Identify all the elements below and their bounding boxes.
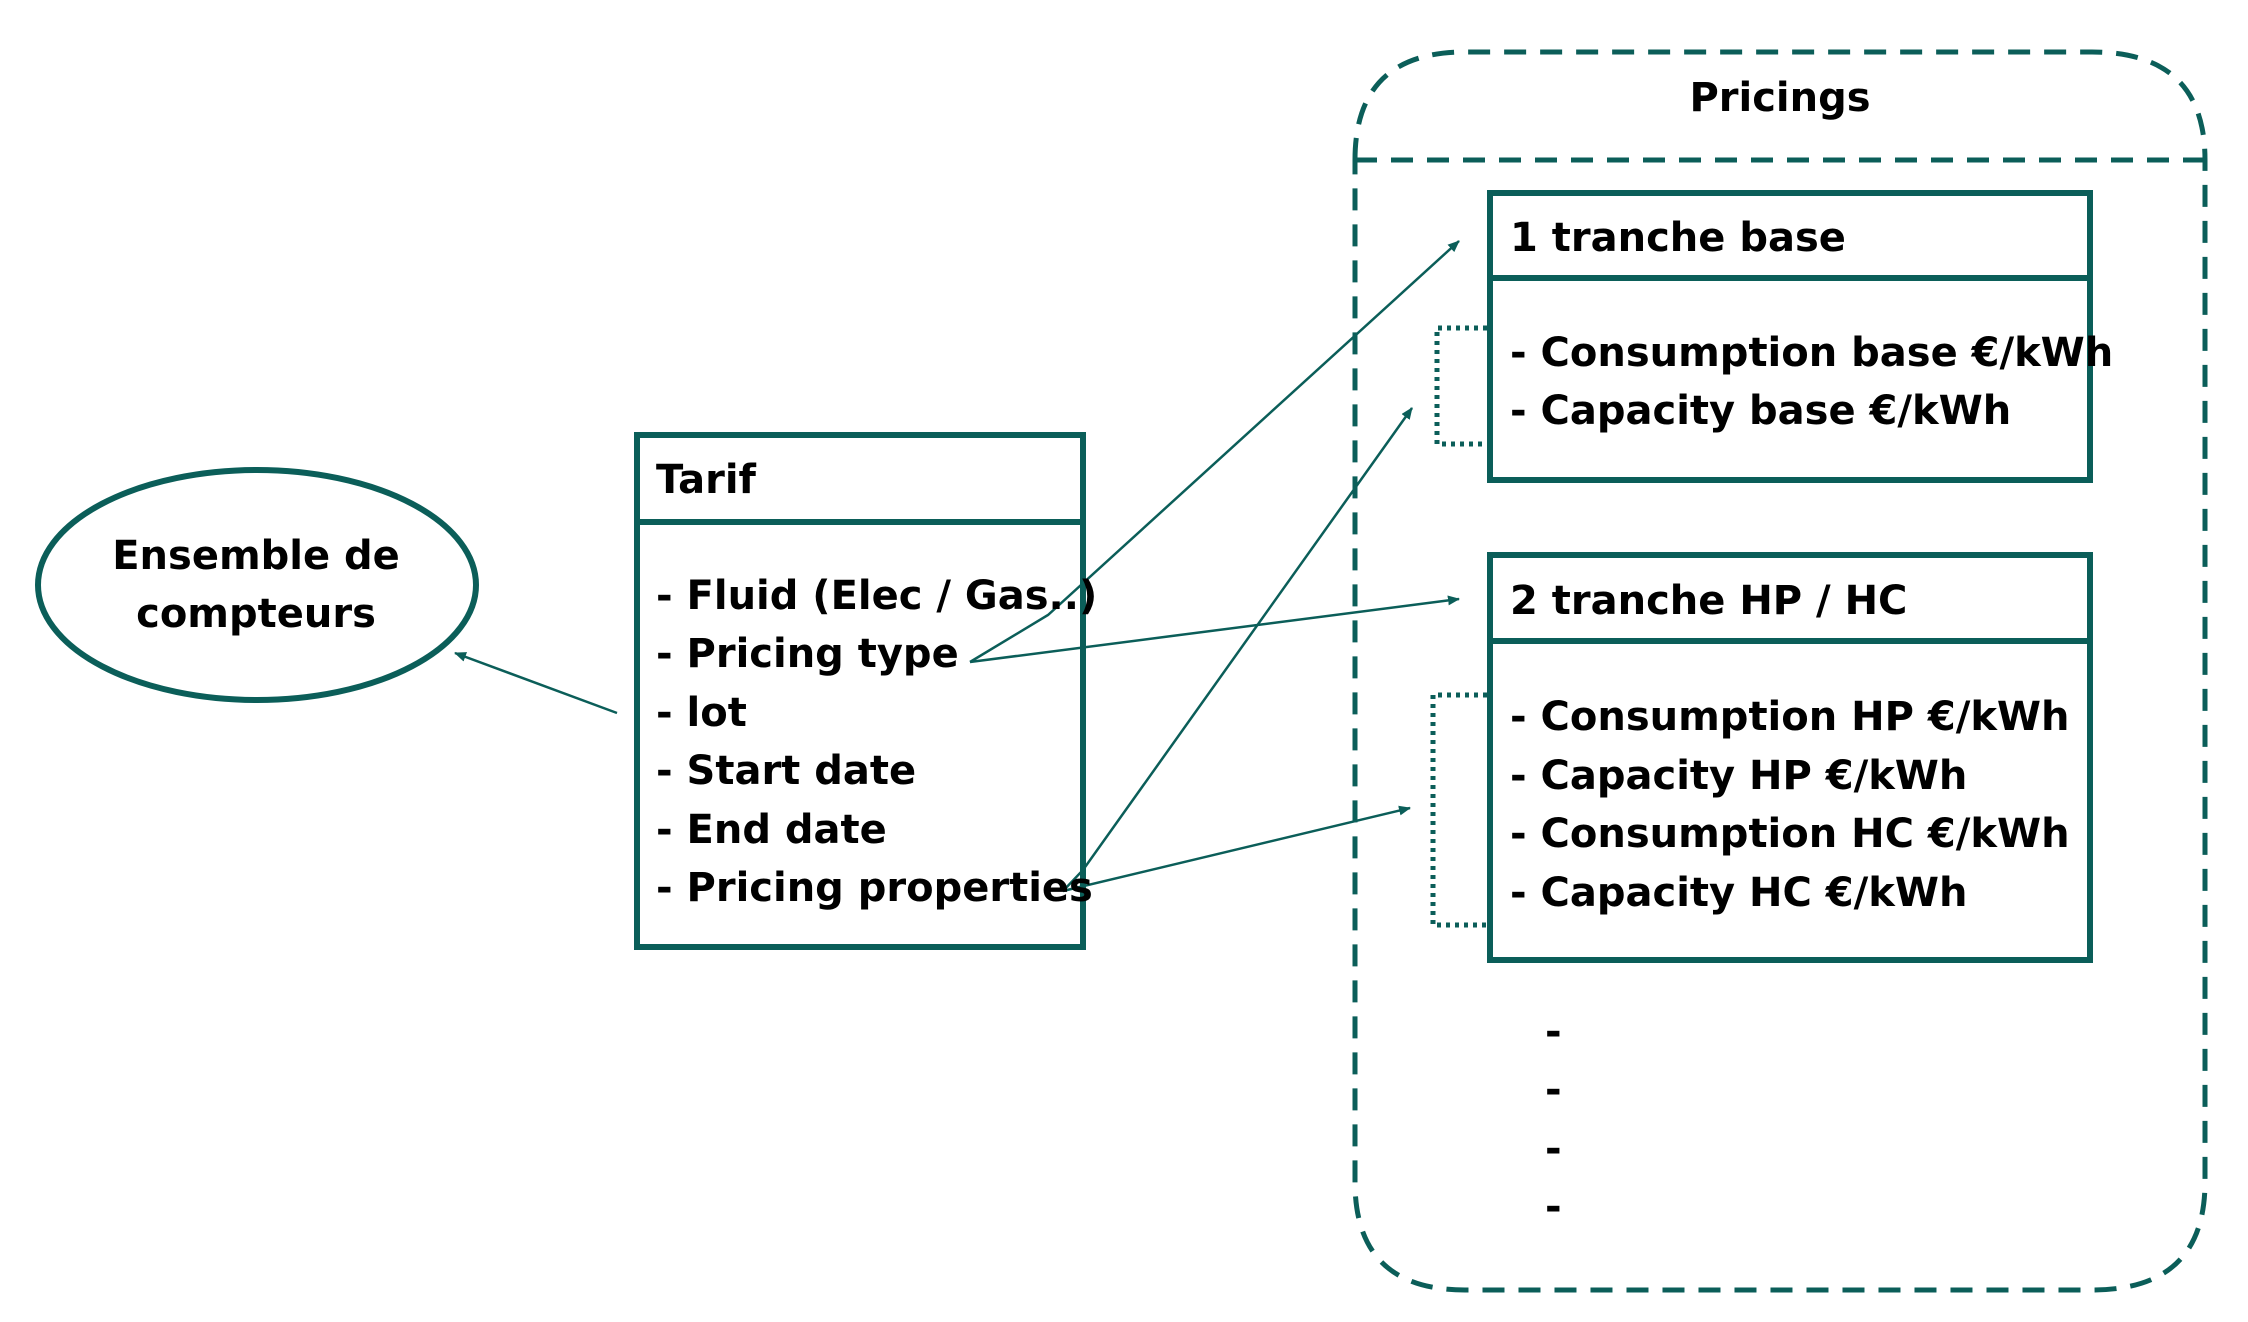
arrow-tarif-to-ensemble	[454, 651, 618, 715]
tarif-item: - End date	[656, 807, 887, 853]
tranche-hphc-title: 2 tranche HP / HC	[1510, 578, 1908, 624]
more-pricings-dash: -	[1545, 1067, 1562, 1113]
tarif-item: - Pricing properties	[656, 865, 1093, 911]
tarif-item: - lot	[656, 690, 747, 736]
tranche-hphc-item: - Capacity HC €/kWh	[1510, 870, 1968, 916]
tranche-hphc-item: - Consumption HC €/kWh	[1510, 811, 2070, 857]
tarif-item: - Pricing type	[656, 631, 959, 677]
tarif-item: - Fluid (Elec / Gas..)	[656, 573, 1098, 619]
arrow-pricing-type-to-hphc	[969, 595, 1460, 664]
ensemble-ellipse[interactable]	[35, 467, 479, 703]
tranche-base-box[interactable]	[1487, 190, 2093, 483]
tranche-base-title: 1 tranche base	[1510, 215, 1846, 261]
ensemble-label-line1: Ensemble de	[112, 533, 400, 579]
pricings-title: Pricings	[1689, 75, 1871, 121]
ensemble-label: Ensemble de compteurs	[36, 470, 476, 700]
tranche-hphc-item: - Consumption HP €/kWh	[1510, 694, 2070, 740]
tranche-base-item: - Consumption base €/kWh	[1510, 330, 2114, 376]
pricings-container	[1352, 49, 2208, 1293]
ensemble-label-line2: compteurs	[136, 591, 376, 637]
more-pricings-dash: -	[1545, 1184, 1562, 1230]
tarif-title: Tarif	[656, 457, 756, 503]
tranche-base-item: - Capacity base €/kWh	[1510, 388, 2012, 434]
base-dotted-bracket	[1434, 325, 1487, 447]
hphc-dotted-bracket	[1430, 692, 1487, 928]
arrow-pricing-type-to-base	[969, 240, 1460, 664]
more-pricings-dash: -	[1545, 1126, 1562, 1172]
arrow-properties-to-base-values	[1062, 407, 1414, 892]
arrow-properties-to-hphc-values	[1062, 805, 1411, 893]
tranche-hphc-item: - Capacity HP €/kWh	[1510, 753, 1968, 799]
more-pricings-dash: -	[1545, 1009, 1562, 1055]
tranche-hphc-box[interactable]	[1487, 552, 2093, 963]
tarif-item: - Start date	[656, 748, 917, 794]
